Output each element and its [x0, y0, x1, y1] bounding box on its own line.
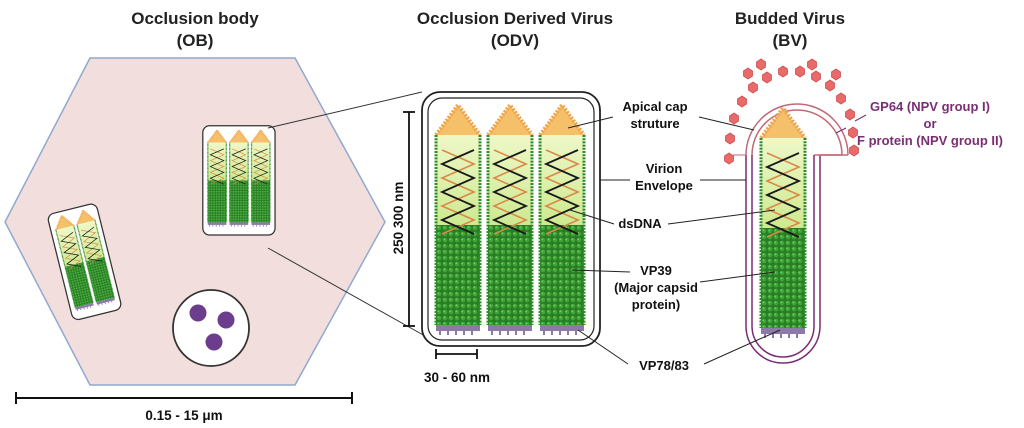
odv-capsid [434, 103, 482, 337]
polyhedrin-dot [217, 311, 235, 329]
label-gp64: GP64 (NPV group I) or F protein (NPV gro… [857, 99, 1003, 148]
leader-dsdna-odv [569, 209, 615, 225]
svg-text:(Major capsid: (Major capsid [614, 280, 698, 295]
svg-text:VP39: VP39 [640, 263, 672, 278]
leader-vp78-bv [703, 329, 781, 365]
odv-title-abbr: (ODV) [491, 31, 539, 50]
label-vp39: VP39 (Major capsid protein) [614, 263, 698, 312]
label-dsdna: dsDNA [618, 216, 662, 231]
bv-capsid [759, 106, 807, 340]
leader-apical-cap-odv [567, 116, 614, 129]
bv-title: Budded Virus [735, 9, 845, 28]
leader-apical-cap-bv [698, 116, 755, 131]
odv-capsid [486, 103, 534, 337]
label-virion-envelope: Virion Envelope [635, 161, 693, 193]
ob-title-abbr: (OB) [177, 31, 214, 50]
odv-bundle-small-right [202, 125, 276, 236]
leader-gp64-lower [835, 127, 847, 134]
polyhedrin-crystal [172, 289, 250, 367]
zoom-line-bottom [267, 247, 426, 337]
leader-vp78-odv [577, 329, 629, 365]
bv-title-abbr: (BV) [773, 31, 808, 50]
label-vp78: VP78/83 [639, 358, 689, 373]
svg-text:Envelope: Envelope [635, 178, 693, 193]
leader-gp64 [854, 114, 867, 122]
odv-title: Occlusion Derived Virus [417, 9, 613, 28]
svg-text:Apical cap: Apical cap [622, 99, 687, 114]
odv-width-label: 30 - 60 nm [424, 370, 490, 385]
odv-height-label: 250 300 nm [391, 182, 406, 255]
odv-capsid [538, 103, 586, 337]
odv-bundle-small-left [47, 203, 122, 321]
zoom-line-top [267, 91, 423, 129]
ob-title: Occlusion body [131, 9, 259, 28]
svg-text:Virion: Virion [646, 161, 683, 176]
svg-text:or: or [924, 116, 937, 131]
label-apical-cap: Apical cap struture [622, 99, 687, 131]
svg-text:GP64 (NPV group I): GP64 (NPV group I) [870, 99, 990, 114]
polyhedrin-dot [205, 333, 223, 351]
leader-vp39-bv [699, 271, 776, 283]
leader-dsdna-bv [667, 209, 776, 225]
svg-text:struture: struture [630, 116, 679, 131]
gp64-peplomers [724, 58, 859, 165]
svg-text:protein): protein) [632, 297, 680, 312]
bv-envelope [745, 103, 849, 364]
polyhedrin-dot [189, 304, 207, 322]
leader-vp39-odv [571, 269, 631, 273]
svg-text:F protein (NPV group II): F protein (NPV group II) [857, 133, 1003, 148]
odv-envelope-inner [427, 97, 595, 341]
ob-scale-label: 0.15 - 15 μm [145, 408, 222, 423]
